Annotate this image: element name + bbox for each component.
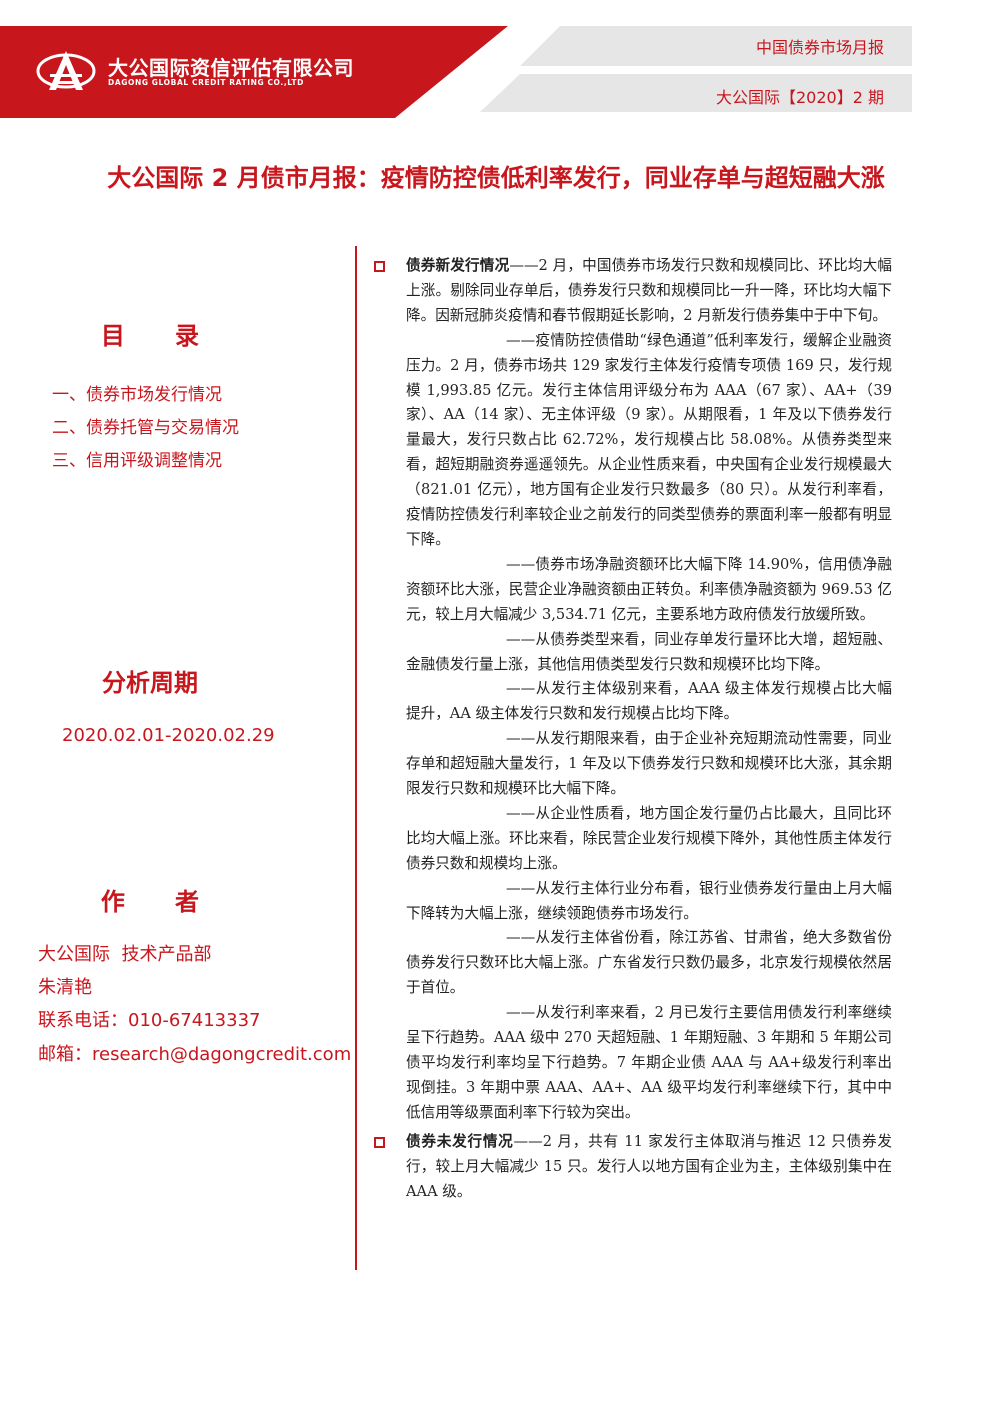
body-paragraph: ——从债券类型来看，同业存单发行量环比大增，超短融、金融债发行量上涨，其他信用债… <box>406 630 892 673</box>
company-logo-icon <box>36 51 96 90</box>
author-email[interactable]: 邮箱：research@dagongcredit.com <box>38 1044 352 1065</box>
square-bullet-icon <box>374 1136 385 1148</box>
body-paragraph: ——从发行利率来看，2 月已发行主要信用债发行利率继续呈下行趋势。AAA 级中 … <box>406 1004 892 1121</box>
square-bullet-icon <box>374 261 385 272</box>
period-heading: 分析周期 <box>102 669 198 697</box>
author-name: 朱清艳 <box>38 977 92 998</box>
header-banner <box>0 26 912 118</box>
author-dept: 大公国际 技术产品部 <box>38 944 212 965</box>
toc-item-3[interactable]: 三、信用评级调整情况 <box>52 451 222 471</box>
company-name-cn: 大公国际资信评估有限公司 <box>108 56 354 80</box>
report-series: 中国债券市场月报 <box>755 38 884 57</box>
body-paragraph: ——从企业性质看，地方国企发行量仍占比最大，且同比环比均大幅上涨。环比来看，除民… <box>406 804 892 872</box>
new-issue-title: 债券新发行情况 <box>406 257 510 274</box>
report-body: 债券新发行情况——2 月，中国债券市场发行只数和规模同比、环比均大幅上涨。剔除同… <box>372 254 892 1204</box>
new-issue-section: 债券新发行情况——2 月，中国债券市场发行只数和规模同比、环比均大幅上涨。剔除同… <box>372 254 892 329</box>
body-paragraph: ——从发行主体级别来看，AAA 级主体发行规模占比大幅提升，AA 级主体发行只数… <box>406 680 892 723</box>
period-value: 2020.02.01-2020.02.29 <box>62 725 275 746</box>
unissued-section: 债券未发行情况——2 月，共有 11 家发行主体取消与推迟 12 只债券发行，较… <box>372 1130 892 1205</box>
body-paragraph: ——债券市场净融资额环比大幅下降 14.90%，信用债净融资额环比大涨，民营企业… <box>406 555 892 623</box>
body-paragraph: ——从发行期限来看，由于企业补充短期流动性需要，同业存单和超短融大量发行，1 年… <box>406 730 892 798</box>
toc-item-2[interactable]: 二、债券托管与交易情况 <box>52 418 239 438</box>
company-name-en: DAGONG GLOBAL CREDIT RATING CO.,LTD <box>108 78 304 87</box>
page-title: 大公国际 2 月债市月报：疫情防控债低利率发行，同业存单与超短融大涨 <box>107 164 885 192</box>
toc-heading: 目 录 <box>100 322 200 350</box>
unissued-title: 债券未发行情况 <box>406 1132 514 1150</box>
column-divider <box>355 246 357 1270</box>
body-paragraph: ——从发行主体省份看，除江苏省、甘肃省，绝大多数省份债券发行只数环比大幅上涨。广… <box>406 929 892 997</box>
unissued-text: ——2 月，共有 11 家发行主体取消与推迟 12 只债券发行，较上月大幅减少 … <box>406 1132 892 1200</box>
issue-number: 大公国际【2020】2 期 <box>716 88 884 107</box>
new-issue-text: ——2 月，中国债券市场发行只数和规模同比、环比均大幅上涨。剔除同业存单后，债券… <box>406 257 892 324</box>
body-paragraph: ——疫情防控债借助“绿色通道”低利率发行，缓解企业融资压力。2 月，债券市场共 … <box>406 331 892 548</box>
author-heading: 作 者 <box>100 888 200 916</box>
body-paragraph: ——从发行主体行业分布看，银行业债券发行量由上月大幅下降转为大幅上涨，继续领跑债… <box>406 879 892 922</box>
toc-item-1[interactable]: 一、债券市场发行情况 <box>52 385 222 405</box>
author-phone: 联系电话：010-67413337 <box>38 1010 261 1031</box>
